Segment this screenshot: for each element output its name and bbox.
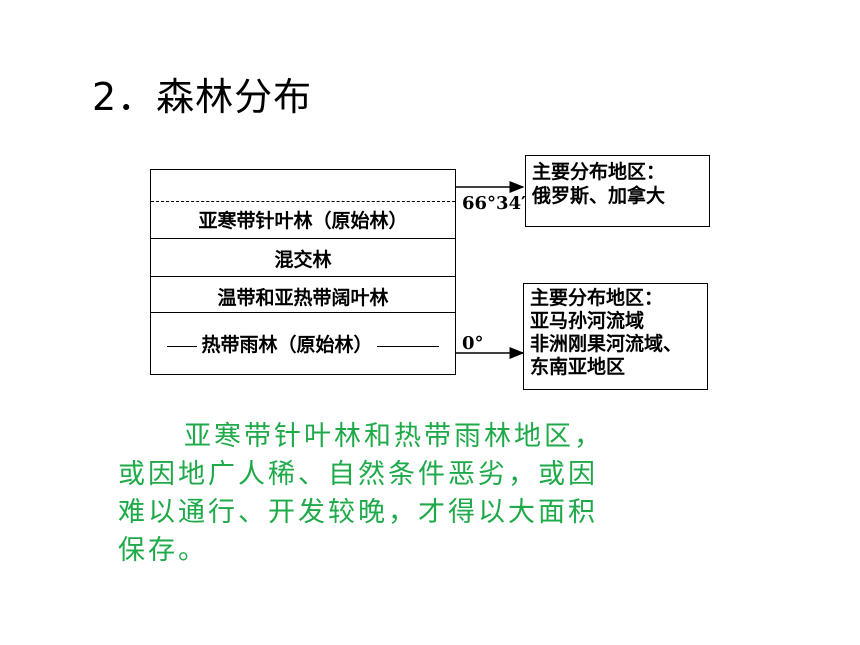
zone-tropical-rainforest: 热带雨林（原始林） <box>151 330 455 357</box>
equator-line-right <box>376 345 439 347</box>
page-title: 2．森林分布 <box>92 75 313 119</box>
explanation-note: 亚寒带针叶林和热带雨林地区， 或因地广人稀、自然条件恶劣，或因 难以通行、开发较… <box>118 418 658 570</box>
forest-zones-box: 亚寒带针叶林（原始林） 混交林 温带和亚热带阔叶林 热带雨林（原始林） <box>150 169 456 375</box>
distribution-box-tropical: 主要分布地区： 亚马孙河流域 非洲刚果河流域、 东南亚地区 <box>523 283 708 390</box>
latitude-arctic-label: 66°34′ <box>462 193 526 214</box>
note-line: 亚寒带针叶林和热带雨林地区， <box>184 421 604 452</box>
zone-divider <box>151 238 455 239</box>
note-line: 或因地广人稀、自然条件恶劣，或因 <box>118 459 598 490</box>
zone-divider <box>151 276 455 277</box>
equator-line-left <box>167 345 198 347</box>
zone-boreal-conifer: 亚寒带针叶林（原始林） <box>198 210 408 232</box>
zone-divider <box>151 312 455 313</box>
box-tropical-line1: 主要分布地区： <box>530 287 664 309</box>
box-boreal-line2: 俄罗斯、加拿大 <box>532 185 666 207</box>
latitude-equator-label: 0° <box>462 333 484 354</box>
zone-mixed-forest: 混交林 <box>274 249 332 271</box>
distribution-box-boreal: 主要分布地区： 俄罗斯、加拿大 <box>525 155 710 227</box>
arctic-circle-dashed-line <box>151 201 455 202</box>
box-tropical-line4: 东南亚地区 <box>530 356 626 378</box>
box-boreal-line1: 主要分布地区： <box>532 161 666 183</box>
box-tropical-line3: 非洲刚果河流域、 <box>530 333 683 355</box>
zone-broadleaf: 温带和亚热带阔叶林 <box>217 287 389 309</box>
box-tropical-line2: 亚马孙河流域 <box>530 310 645 332</box>
note-line: 难以通行、开发较晚，才得以大面积 <box>118 497 598 528</box>
note-line: 保存。 <box>118 535 208 566</box>
